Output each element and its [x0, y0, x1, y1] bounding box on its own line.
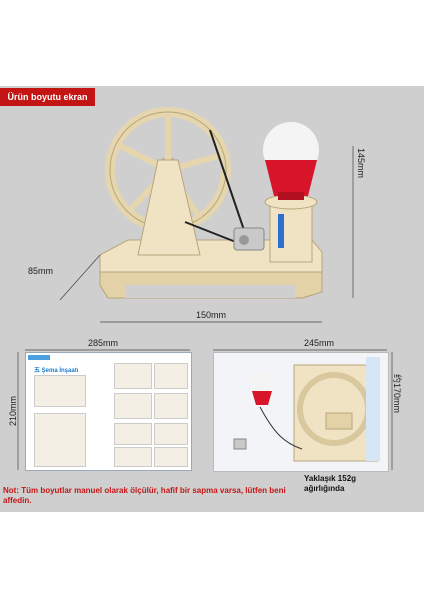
manual-logo [28, 355, 50, 360]
instruction-manual: 五 Şema İnşaatı [25, 352, 192, 471]
manual-figure [114, 447, 152, 467]
manual-figure [114, 393, 152, 419]
height-dimension: 145mm [356, 148, 366, 179]
product-size-badge: Ürün boyutu ekran [0, 88, 95, 106]
manual-figure [34, 413, 86, 467]
packaged-kit [213, 352, 389, 472]
manual-title: 五 Şema İnşaatı [34, 368, 79, 374]
bag-width-dimension: 245mm [304, 338, 335, 348]
depth-dimension: 85mm [28, 266, 54, 276]
manual-figure [34, 375, 86, 407]
manual-figure [154, 423, 188, 445]
weight-label: Yaklaşık 152g ağırlığında [304, 474, 356, 494]
kit-parts [233, 357, 380, 462]
width-dimension: 150mm [196, 310, 227, 320]
weight-line-2: ağırlığında [304, 484, 345, 493]
manual-figure [154, 363, 188, 389]
manual-figure [114, 363, 152, 389]
manual-figure [154, 447, 188, 467]
measurement-note: Not: Tüm boyutlar manuel olarak ölçülür,… [3, 486, 286, 505]
manual-height-dimension: 210mm [8, 395, 18, 426]
manual-width-dimension: 285mm [88, 338, 119, 348]
manual-figure [154, 393, 188, 419]
weight-line-1: Yaklaşık 152g [304, 474, 357, 483]
manual-figure [114, 423, 152, 445]
bag-height-dimension: 约170mm [392, 374, 402, 414]
